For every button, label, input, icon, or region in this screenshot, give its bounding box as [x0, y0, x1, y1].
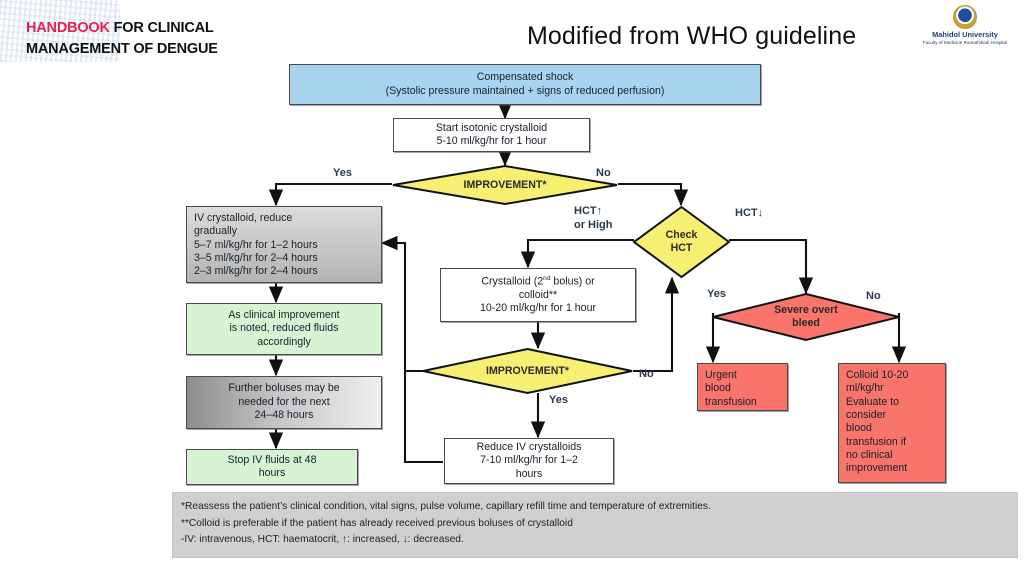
colloid-box-line1: Colloid 10-20 [846, 369, 909, 381]
node-compensated-shock: Compensated shock (Systolic pressure mai… [289, 64, 761, 105]
decision-check-hct: Check HCT [632, 205, 731, 279]
decision-improvement-1: IMPROVEMENT* [392, 164, 618, 206]
node-colloid-evaluate-transfusion: Colloid 10-20 ml/kg/hr Evaluate to consi… [838, 363, 946, 483]
compensated-shock-line1: Compensated shock [476, 71, 574, 84]
node-crystalloid-second-bolus: Crystalloid (2nd bolus) or colloid** 10-… [440, 268, 636, 322]
further-boluses-line2: needed for the next [238, 395, 330, 408]
start-crystalloid-line1: Start isotonic crystalloid [435, 121, 548, 134]
colloid-box-line5: blood [846, 422, 872, 435]
compensated-shock-line2: (Systolic pressure maintained + signs of… [385, 84, 665, 97]
reduce-iv-line3: hours [515, 467, 543, 480]
logo-university-name: Mahidol University [932, 30, 998, 39]
clinical-improvement-line1: As clinical improvement [228, 308, 340, 321]
handbook-branding: HANDBOOK FOR CLINICAL MANAGEMENT OF DENG… [26, 18, 326, 59]
footnote-panel: *Reassess the patient’s clinical conditi… [172, 492, 1018, 558]
node-clinical-improvement-noted: As clinical improvement is noted, reduce… [186, 303, 382, 355]
node-start-isotonic-crystalloid: Start isotonic crystalloid 5-10 ml/kg/hr… [393, 118, 590, 152]
colloid-box-line7: no clinical [846, 449, 893, 462]
further-boluses-line1: Further boluses may be [228, 382, 340, 395]
further-boluses-line3: 24–48 hours [254, 409, 314, 422]
crystalloid-bolus-pre: Crystalloid (2 [481, 275, 544, 288]
edge-label-yes-bleed: Yes [707, 288, 726, 300]
node-reduce-iv-crystalloids: Reduce IV crystalloids 7-10 ml/kg/hr for… [444, 438, 614, 484]
start-crystalloid-line2: 5-10 ml/kg/hr for 1 hour [436, 135, 547, 147]
edge-label-no-bleed: No [866, 290, 881, 302]
edge-label-yes-improvement-2: Yes [549, 394, 568, 406]
edge-label-yes-top: Yes [333, 167, 352, 179]
crystalloid-bolus-post: bolus) or [550, 275, 595, 288]
logo-faculty-name: Faculty of Medicine Ramathibodi Hospital [922, 40, 1008, 46]
urgent-transfusion-line1: Urgent [705, 369, 737, 381]
node-further-boluses: Further boluses may be needed for the ne… [186, 376, 382, 429]
crystalloid-bolus-line2: colloid** [518, 288, 558, 301]
watermark-graphic [0, 0, 120, 62]
decision-improvement-2: IMPROVEMENT* [422, 347, 633, 395]
colloid-box-line6: transfusion if [846, 435, 907, 448]
handbook-word: HANDBOOK [26, 20, 110, 36]
colloid-box-line8: improvement [846, 462, 908, 475]
edge-label-hct-up: HCT↑ [574, 205, 603, 217]
edge-label-hct-down: HCT↓ [735, 207, 764, 219]
node-iv-crystalloid-reduce: IV crystalloid, reduce gradually 5–7 ml/… [186, 206, 382, 283]
iv-reduce-line2: gradually [194, 225, 237, 238]
clinical-improvement-line3: accordingly [257, 335, 311, 348]
clinical-improvement-line2: is noted, reduced fluids [229, 322, 339, 335]
crystalloid-bolus-line3: 10-20 ml/kg/hr for 1 hour [480, 301, 596, 314]
mahidol-seal-icon [953, 5, 977, 29]
footnote-line-1: *Reassess the patient’s clinical conditi… [181, 501, 711, 512]
crystalloid-bolus-superscript: nd [543, 274, 551, 282]
urgent-transfusion-line3: transfusion [705, 395, 757, 408]
iv-reduce-line4: 3–5 ml/kg/hr for 2–4 hours [194, 252, 318, 265]
edge-label-hct-up-or-high: or High [574, 219, 613, 231]
reduce-iv-line1: Reduce IV crystalloids [476, 440, 582, 453]
colloid-box-line3: Evaluate to [846, 395, 900, 408]
handbook-line2: MANAGEMENT OF DENGUE [26, 40, 218, 57]
colloid-box-line4: consider [846, 409, 887, 422]
footnote-line-3: -IV: intravenous, HCT: haematocrit, ↑: i… [181, 534, 464, 546]
iv-reduce-line1: IV crystalloid, reduce [194, 212, 293, 224]
urgent-transfusion-line2: blood [705, 382, 731, 395]
footnote-line-2: **Colloid is preferable if the patient h… [181, 517, 573, 529]
edge-label-no-improvement-2: No [639, 368, 654, 380]
stop-fluids-line1: Stop IV fluids at 48 [227, 453, 317, 466]
page-title: Modified from WHO guideline [527, 22, 857, 50]
iv-reduce-line3: 5–7 ml/kg/hr for 1–2 hours [194, 238, 318, 251]
node-stop-iv-fluids: Stop IV fluids at 48 hours [186, 449, 358, 485]
colloid-box-line2: ml/kg/hr [846, 382, 884, 395]
node-urgent-blood-transfusion: Urgent blood transfusion [697, 363, 788, 411]
handbook-rest: FOR CLINICAL [109, 20, 214, 36]
edge-label-no-top: No [596, 167, 611, 179]
university-logo: Mahidol University Faculty of Medicine R… [915, 5, 1015, 46]
iv-reduce-line5: 2–3 ml/kg/hr for 2–4 hours [194, 265, 318, 278]
reduce-iv-line2: 7-10 ml/kg/hr for 1–2 [480, 454, 578, 467]
stop-fluids-line2: hours [258, 467, 286, 479]
